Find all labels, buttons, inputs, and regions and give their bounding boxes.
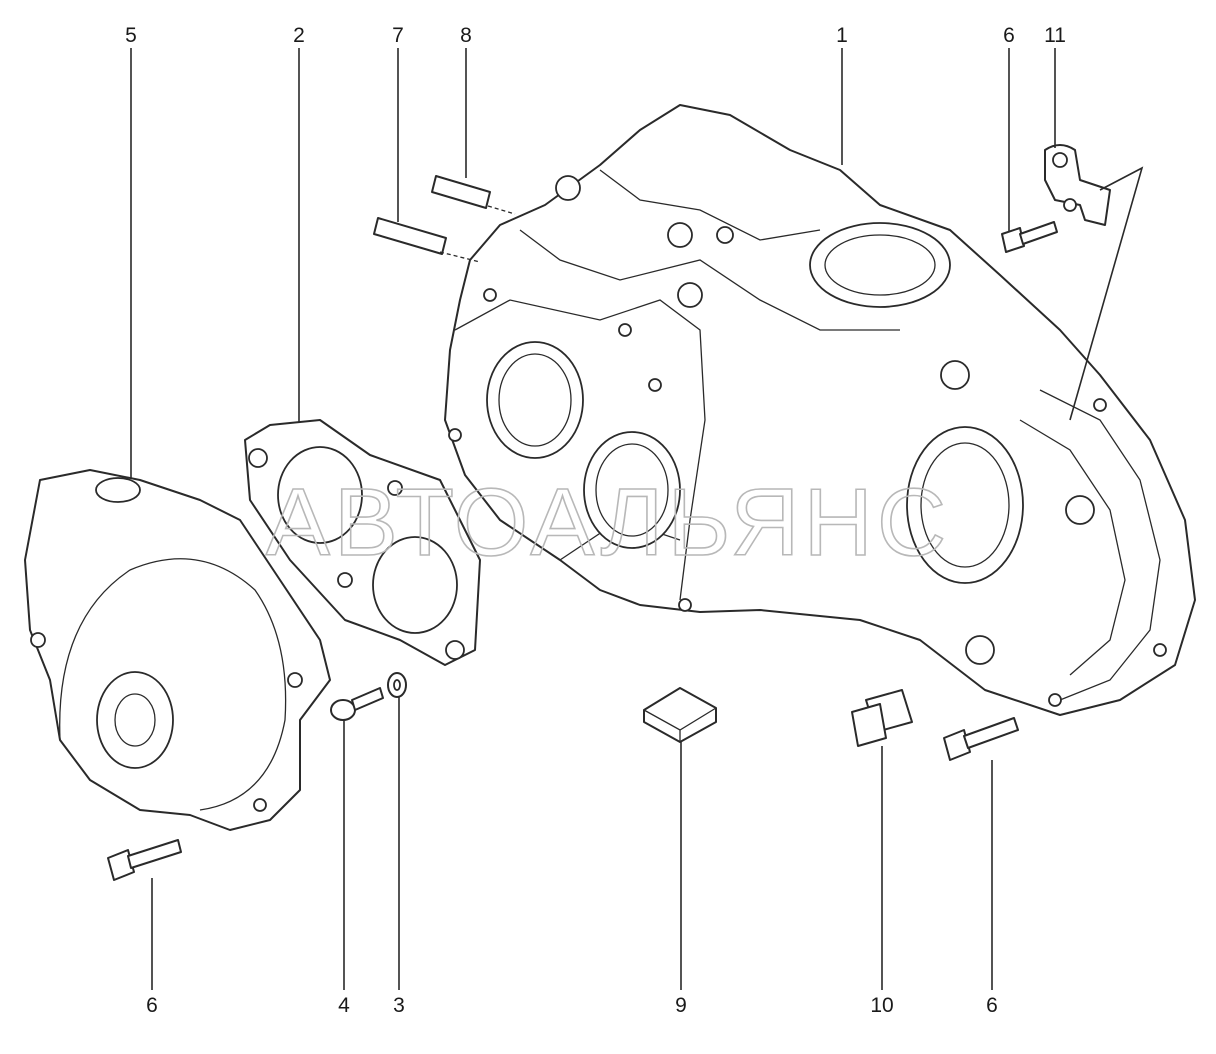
part-1-gearbox-housing	[444, 104, 1196, 716]
part-6-bolt-right	[943, 717, 1019, 761]
part-11-bracket	[1044, 144, 1111, 226]
callout-4: 4	[338, 994, 350, 1017]
callout-5: 5	[125, 24, 137, 47]
watermark-text: АВТОАЛЬЯНС	[266, 469, 950, 576]
callout-8: 8	[460, 24, 472, 47]
part-6-bolt-left	[107, 839, 182, 881]
callout-9: 9	[675, 994, 687, 1017]
part-8-stud	[431, 175, 491, 209]
callout-3: 3	[393, 994, 405, 1017]
part-4-screw	[330, 687, 384, 721]
part-2-gasket	[244, 419, 481, 666]
part-5-rear-cover	[24, 469, 331, 831]
callout-11: 11	[1044, 24, 1066, 47]
callout-6-upper: 6	[1003, 24, 1015, 47]
leader-lines	[130, 48, 1144, 990]
callout-7: 7	[392, 24, 404, 47]
callout-6-right: 6	[986, 994, 998, 1017]
part-7-stud	[373, 217, 447, 255]
part-10-plug	[851, 689, 913, 747]
callout-2: 2	[293, 24, 305, 47]
part-9-block	[643, 687, 717, 743]
part-3-washer	[387, 672, 407, 698]
callout-6-left: 6	[146, 994, 158, 1017]
part-6-bolt-upper	[1001, 221, 1058, 253]
callout-10: 10	[870, 994, 893, 1017]
callout-1: 1	[836, 24, 848, 47]
callout-labels: 5 2 7 8 1 6 11 6 4 3 9 10 6	[125, 24, 1066, 1017]
